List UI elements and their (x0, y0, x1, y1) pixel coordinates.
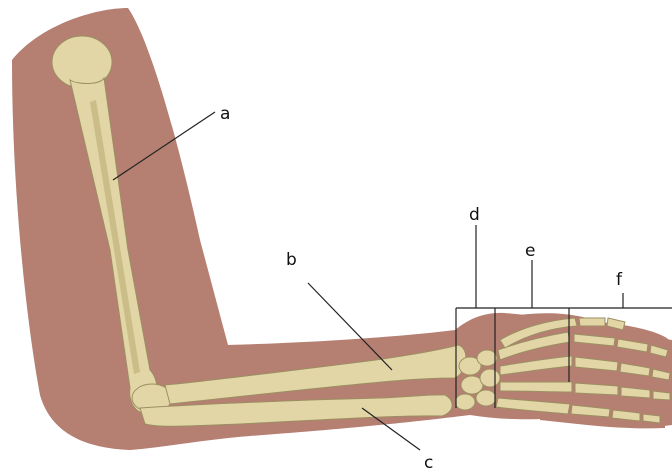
label-d: d (469, 205, 480, 225)
carpal-6 (476, 390, 496, 406)
label-b: b (286, 250, 297, 270)
metacarpal-3 (500, 382, 572, 392)
label-e: e (525, 241, 535, 261)
carpal-5 (455, 394, 475, 410)
carpal-2 (477, 350, 497, 366)
phalange-4c (643, 414, 660, 423)
phalange-3c (653, 391, 670, 400)
label-c: c (424, 453, 433, 473)
label-f: f (616, 270, 623, 290)
carpal-4 (480, 369, 500, 387)
thumb-phalange-a (579, 318, 605, 326)
label-a: a (220, 104, 230, 124)
